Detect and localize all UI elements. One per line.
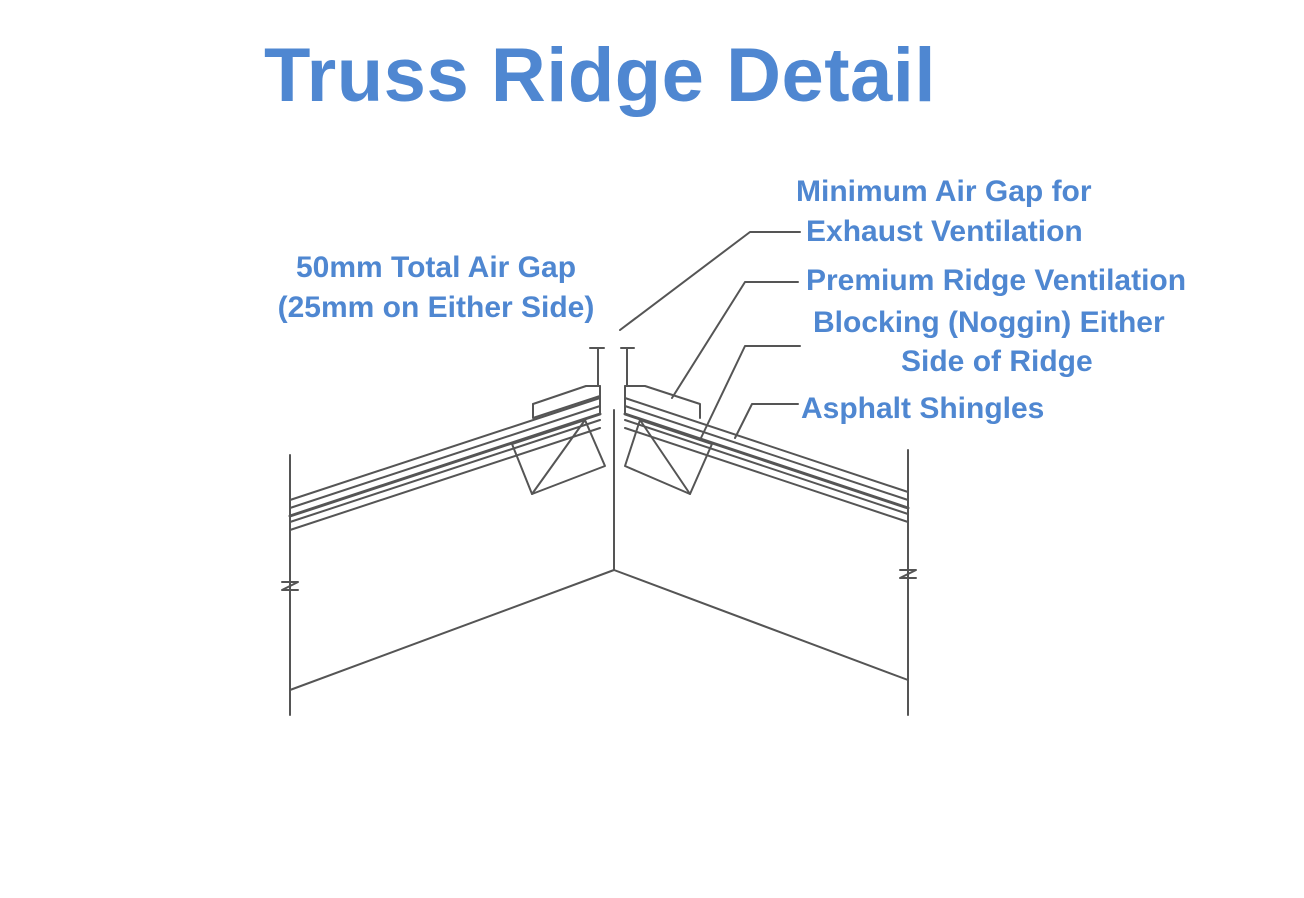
left-blocking [511,419,606,495]
diagram-title: Truss Ridge Detail [263,33,937,118]
blocking-label-line1: Blocking (Noggin) Either [813,306,1165,339]
air-gap-label-line2: (25mm on Either Side) [277,291,595,324]
air-gap-markers [589,347,635,571]
ridge-vent-label: Premium Ridge Ventilation [806,264,1187,297]
air-gap-label-line1: 50mm Total Air Gap [295,251,577,284]
min-air-gap-label-line2: Exhaust Ventilation [806,215,1083,248]
ridge-cap [532,385,701,419]
blocking-label-line2: Side of Ridge [901,345,1093,378]
air-gap-label: 50mm Total Air Gap (25mm on Either Side) [258,248,614,328]
shingles-label: Asphalt Shingles [801,392,1045,425]
right-blocking [624,419,713,495]
min-air-gap-label-line1: Minimum Air Gap for [796,175,1092,208]
leader-lines [619,231,801,441]
left-roof-deck [288,397,602,531]
truss-frame [281,449,917,716]
right-roof-deck [623,397,910,523]
